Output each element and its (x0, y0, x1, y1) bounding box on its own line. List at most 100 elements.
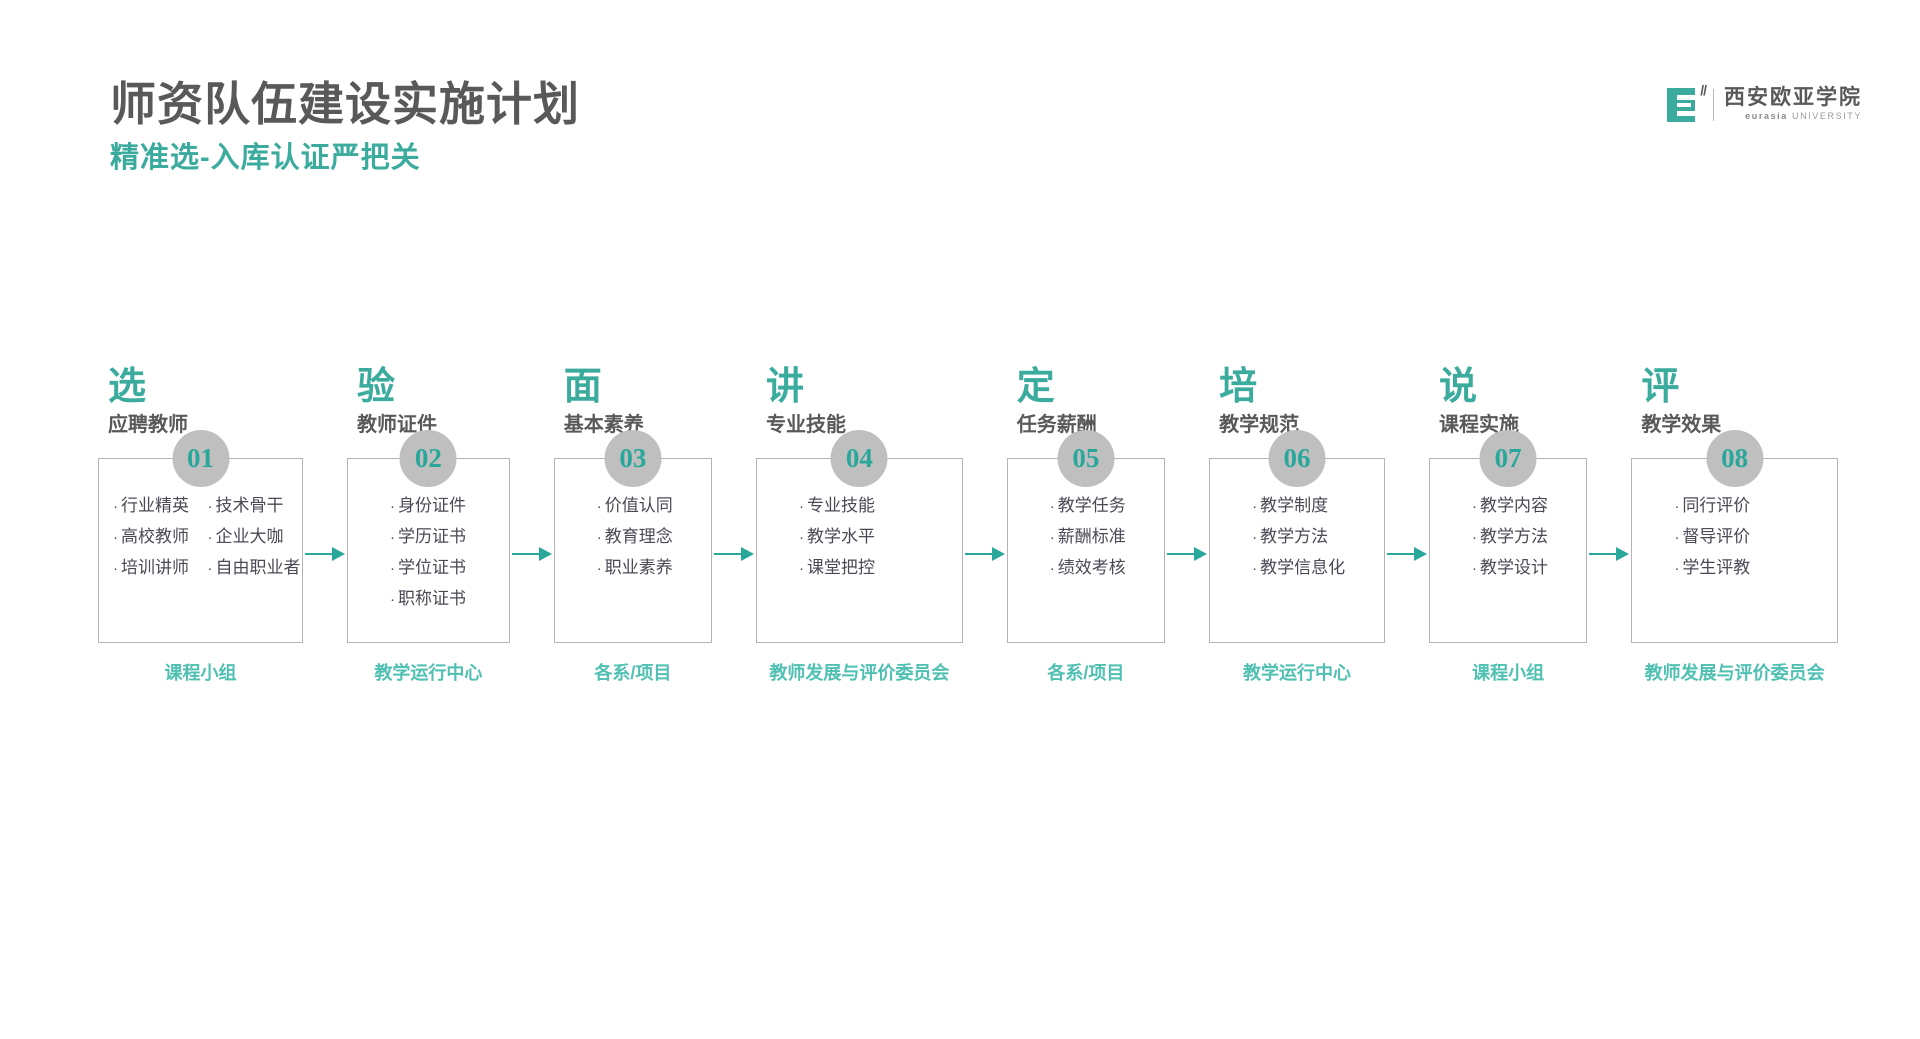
bullet-item: ·学生评教 (1674, 558, 1751, 577)
logo-name-cn: 西安欧亚学院 (1724, 86, 1862, 110)
logo-divider (1713, 89, 1714, 121)
step-card-08: ·同行评价·督导评价·学生评教 (1631, 458, 1839, 643)
bullet-item: ·绩效考核 (1049, 558, 1126, 577)
bullet-item: ·技术骨干 (207, 496, 284, 515)
step-number-badge-02: 02 (399, 430, 457, 487)
step-card-wrap-07: 07 ·教学内容 ·教学方法 ·教学设计 (1428, 430, 1588, 643)
step-card-06: ·教学制度·教学方法·教学信息化 (1209, 458, 1385, 643)
step-card-03: ·价值认同·教育理念·职业素养 (553, 458, 713, 643)
bullet-row: ·高校教师·企业大咖 (113, 528, 302, 545)
page-subtitle: 精准选-入库认证严把关 (110, 141, 421, 174)
bullet-dot-icon: · (1674, 498, 1680, 515)
arrow-right-icon (303, 547, 347, 561)
step-bullet-list-03: ·价值认同·教育理念·职业素养 (555, 497, 711, 576)
bullet-item: ·同行评价 (1674, 496, 1751, 515)
step-header-06: 培教学规范 (1209, 368, 1385, 436)
bullet-dot-icon: · (113, 529, 118, 546)
bullet-dot-icon: · (113, 560, 118, 577)
step-bullet-list-05: ·教学任务·薪酬标准·绩效考核 (1008, 497, 1164, 576)
bullet-row: ·行业精英 ·技术骨干 (113, 497, 302, 514)
step-owner-07: 课程小组 (1472, 663, 1545, 683)
step-kanji-02: 验 (357, 366, 396, 408)
step-header-07: 说课程实施 (1429, 368, 1587, 436)
bullet-item: ·行业精英 (113, 496, 189, 515)
step-number-badge-03: 03 (604, 430, 662, 487)
bullet-dot-icon: · (596, 498, 602, 515)
bullet-item: ·教学水平 (799, 527, 876, 546)
university-logo: // 西安欧亚学院 eurasia UNIVERSITY (1667, 82, 1862, 126)
page-title: 师资队伍建设实施计划 (110, 78, 580, 130)
logo-brand-en: eurasia (1745, 111, 1788, 122)
bullet-dot-icon: · (1471, 529, 1477, 546)
step-card-wrap-06: 06·教学制度·教学方法·教学信息化 (1209, 430, 1385, 643)
bullet-dot-icon: · (1049, 560, 1055, 577)
step-bullet-list-07: ·教学内容 ·教学方法 ·教学设计 (1430, 497, 1586, 576)
step-header-08: 评教学效果 (1631, 368, 1838, 436)
step-owner-06: 教学运行中心 (1243, 663, 1352, 683)
step-card-wrap-01: 01 ·行业精英 ·技术骨干 ·高校教师·企业大咖 ·培训讲师·自由职业者 (98, 430, 303, 643)
step-card-04: ·专业技能 ·教学水平 ·课堂把控 (756, 458, 963, 643)
bullet-dot-icon: · (1674, 529, 1680, 546)
bullet-item: ·专业技能 (799, 496, 876, 515)
bullet-item: ·教学方法 (1471, 527, 1548, 546)
step-bullet-list-04: ·专业技能 ·教学水平 ·课堂把控 (757, 497, 962, 576)
step-kanji-06: 培 (1219, 366, 1258, 408)
bullet-dot-icon: · (207, 529, 213, 546)
bullet-dot-icon: · (390, 560, 395, 577)
bullet-dot-icon: · (390, 591, 395, 608)
bullet-item: ·教育理念 (596, 527, 673, 546)
bullet-row: ·培训讲师·自由职业者 (113, 559, 302, 576)
step-card-wrap-02: 02·身份证件·学历证书·学位证书·职称证书 (347, 430, 510, 643)
step-owner-05: 各系/项目 (1047, 663, 1125, 683)
step-subtitle-08: 教学效果 (1641, 414, 1722, 436)
step-number-badge-05: 05 (1057, 430, 1115, 487)
arrow-right-icon (1587, 547, 1631, 561)
step-bullet-list-02: ·身份证件·学历证书·学位证书·职称证书 (348, 497, 509, 607)
bullet-dot-icon: · (596, 560, 602, 577)
step-number-badge-01: 01 (172, 430, 229, 487)
bullet-item: ·教学设计 (1471, 558, 1548, 577)
bullet-item: ·课堂把控 (799, 558, 876, 577)
bullet-dot-icon: · (1252, 529, 1258, 546)
bullet-dot-icon: · (207, 498, 213, 515)
bullet-item: ·高校教师 (113, 527, 189, 546)
logo-suffix-en: UNIVERSITY (1791, 111, 1862, 122)
bullet-item: ·身份证件 (390, 496, 466, 515)
step-kanji-03: 面 (563, 366, 602, 408)
step-card-wrap-08: 08·同行评价·督导评价·学生评教 (1631, 430, 1839, 643)
step-subtitle-04: 专业技能 (766, 414, 847, 436)
bullet-dot-icon: · (1471, 498, 1477, 515)
bullet-dot-icon: · (1674, 560, 1680, 577)
step-card-wrap-05: 05 ·教学任务·薪酬标准·绩效考核 (1006, 430, 1166, 643)
step-owner-03: 各系/项目 (594, 663, 672, 683)
step-card-05: ·教学任务·薪酬标准·绩效考核 (1006, 458, 1166, 643)
bullet-dot-icon: · (799, 529, 805, 546)
bullet-item: ·教学内容 (1471, 496, 1548, 515)
eurasia-e-mark-icon (1667, 88, 1696, 122)
step-header-03: 面基本素养 (554, 368, 712, 436)
step-owner-01: 课程小组 (164, 663, 237, 683)
step-header-01: 选应聘教师 (98, 368, 303, 436)
step-header-02: 验教师证件 (347, 368, 510, 436)
step-subtitle-01: 应聘教师 (108, 414, 188, 436)
step-card-wrap-03: 03·价值认同·教育理念·职业素养 (553, 430, 713, 643)
bullet-item: ·职称证书 (390, 589, 466, 608)
arrow-right-icon (1165, 547, 1209, 561)
step-subtitle-02: 教师证件 (357, 414, 437, 436)
bullet-item: ·职业素养 (596, 558, 673, 577)
step-number-badge-07: 07 (1479, 430, 1537, 487)
arrow-right-icon (712, 547, 756, 561)
bullet-dot-icon: · (799, 498, 805, 515)
bullet-item: ·自由职业者 (207, 558, 301, 577)
bullet-item: ·教学方法 (1252, 527, 1329, 546)
step-kanji-01: 选 (108, 366, 147, 408)
bullet-dot-icon: · (1252, 560, 1258, 577)
logo-name-en: eurasia UNIVERSITY (1724, 111, 1862, 123)
step-card-01: ·行业精英 ·技术骨干 ·高校教师·企业大咖 ·培训讲师·自由职业者 (98, 458, 303, 643)
bullet-dot-icon: · (1471, 560, 1477, 577)
step-card-07: ·教学内容 ·教学方法 ·教学设计 (1428, 458, 1588, 643)
